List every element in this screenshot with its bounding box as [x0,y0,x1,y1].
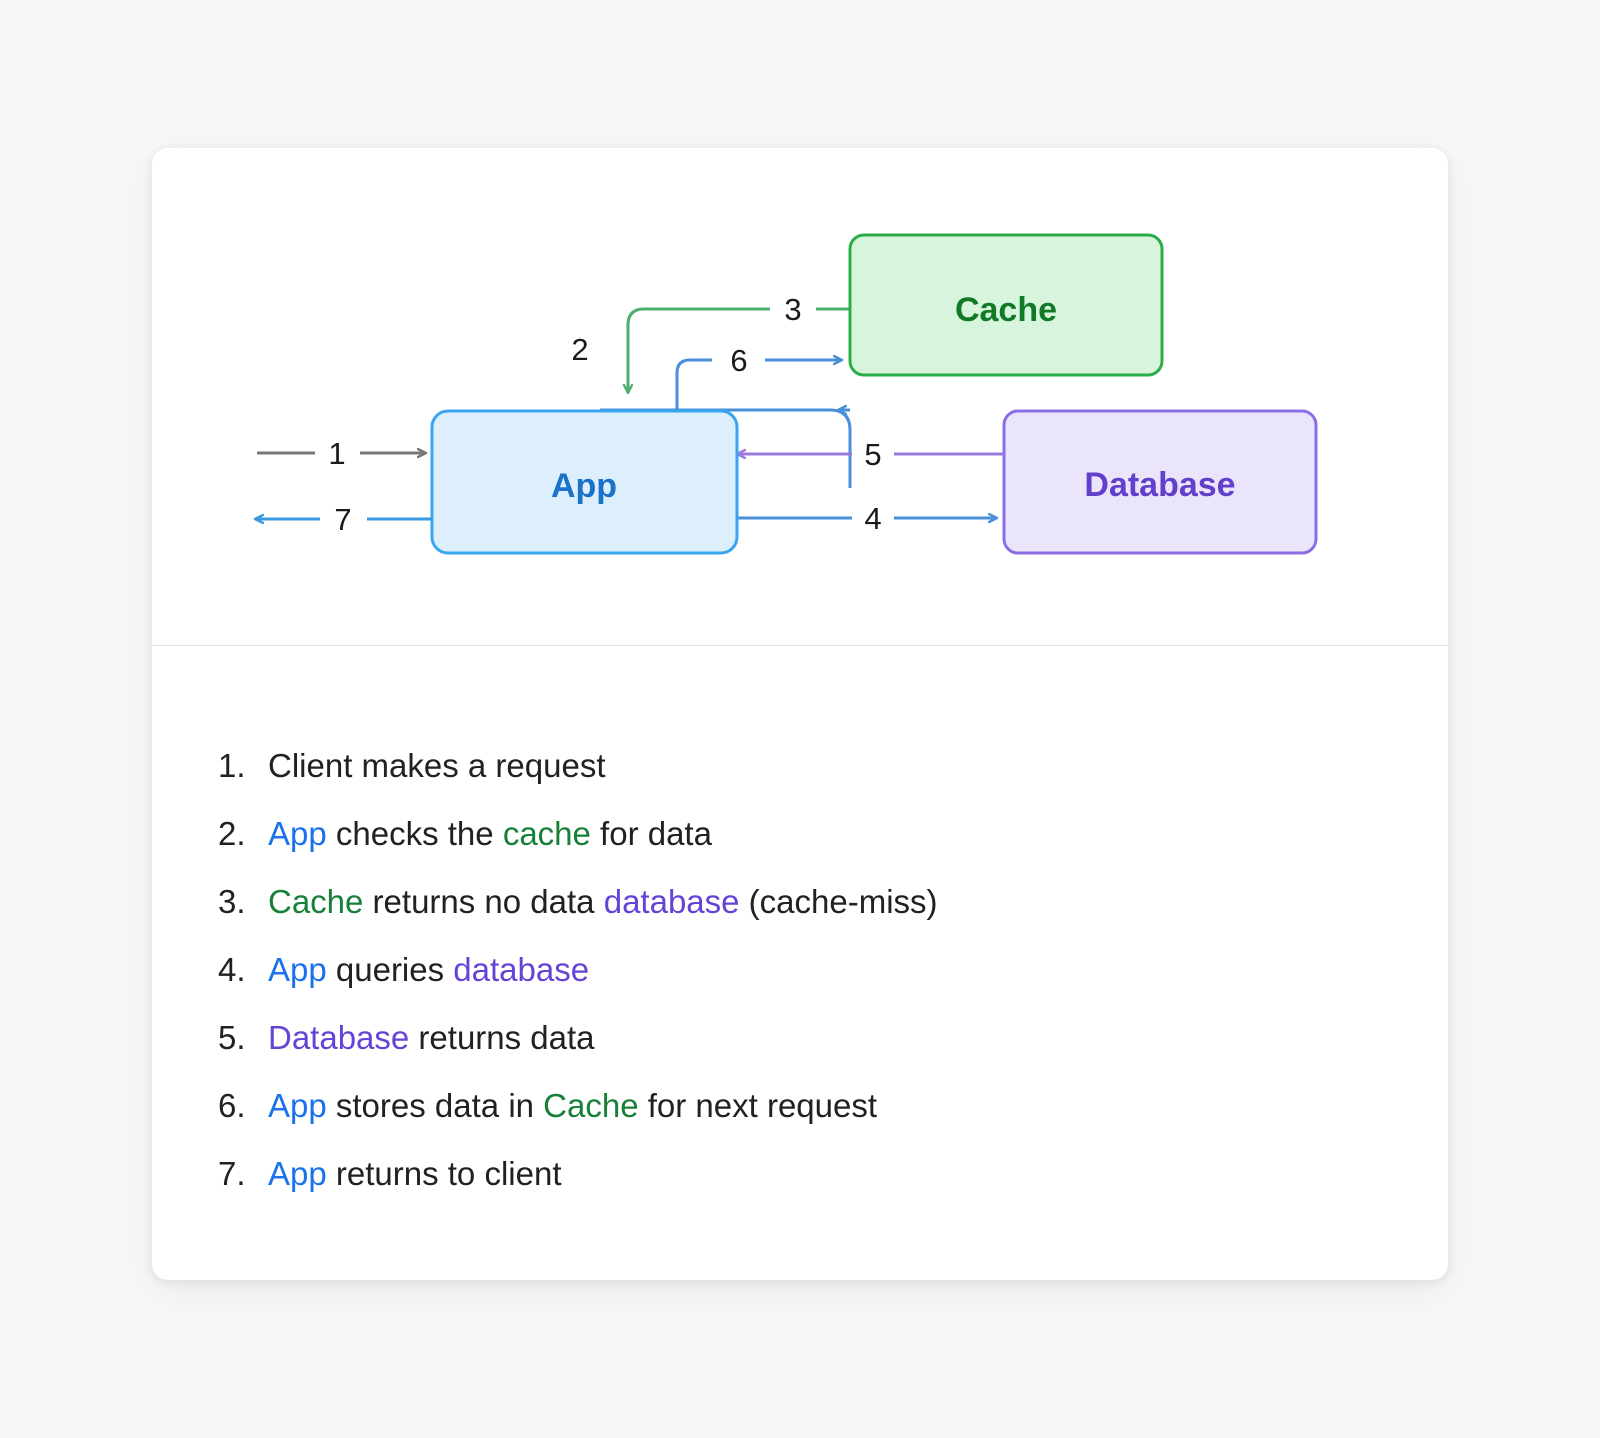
step-item: 5. Database returns data [218,1004,938,1072]
step-text-part: App [268,1087,327,1124]
edge-3-cache-to-app-segment-b [628,307,770,393]
steps-panel: 1. Client makes a request 2. App checks the… [152,646,1448,1280]
step-text-part: Database [268,1019,410,1056]
step-text-part: stores data in [326,1087,544,1124]
diagram-card: Cache Database App 1 2 3 4 5 [152,148,1448,1280]
step-text: Database returns data [268,1004,595,1072]
step-item: 4. App queries database [218,936,938,1004]
step-text-part: returns to client [326,1155,562,1192]
step-number: 1. [218,747,246,784]
step-text-part: (cache-miss) [739,883,938,920]
step-text-part: for data [590,815,712,852]
step-text-part: returns data [409,1019,595,1056]
step-text-part: Cache [268,883,364,920]
step-text-part: Cache [543,1087,639,1124]
edge-label-5: 5 [864,437,881,472]
node-app[interactable] [430,409,739,555]
step-number: 3. [218,883,246,920]
edge-label-6: 6 [730,343,747,378]
step-number: 6. [218,1087,246,1124]
steps-list: 1. Client makes a request 2. App checks the… [218,732,938,1208]
cache-flow-diagram: Cache Database App 1 2 3 4 5 [152,233,1318,555]
step-text-part: database [603,883,740,920]
step-text-part: App [268,951,327,988]
step-number: 2. [218,815,246,852]
step-text: Cache returns no data database (cache-mi… [268,868,938,936]
edge-label-4: 4 [864,501,881,536]
step-text-part: App [268,1155,327,1192]
node-database[interactable] [1002,409,1318,555]
step-item: 1. Client makes a request [218,732,938,800]
node-cache-label: Cache [955,291,1057,329]
edge-label-2: 2 [571,332,588,367]
edge-label-1: 1 [328,436,345,471]
step-item: 3. Cache returns no data database (cache-… [218,868,938,936]
step-item: 6. App stores data in Cache for next requ… [218,1072,938,1140]
step-text: App stores data in Cache for next reques… [268,1072,877,1140]
step-text-part: queries [326,951,454,988]
step-text-part: checks the [326,815,503,852]
step-number: 4. [218,951,246,988]
edge-6-app-to-cache-segment-a [675,358,712,411]
step-number: 7. [218,1155,246,1192]
step-text-part: cache [502,815,591,852]
step-item: 7. App returns to client [218,1140,938,1208]
panel-divider [152,645,1448,646]
step-text: Client makes a request [268,732,606,800]
diagram-panel: Cache Database App 1 2 3 4 5 [152,148,1448,645]
step-item: 2. App checks the cache for data [218,800,938,868]
edge-2-app-to-cache [600,408,852,488]
step-text-part: for next request [638,1087,878,1124]
step-text-part: database [453,951,590,988]
step-text: App returns to client [268,1140,562,1208]
node-cache[interactable] [848,233,1164,377]
step-text-part: returns no data [363,883,604,920]
node-app-label: App [551,467,617,505]
step-text-part: App [268,815,327,852]
edge-label-7: 7 [334,502,351,537]
edge-label-3: 3 [784,292,801,327]
step-number: 5. [218,1019,246,1056]
step-text: App queries database [268,936,589,1004]
step-text-part: Client makes a request [268,747,606,784]
node-database-label: Database [1084,466,1235,504]
step-text: App checks the cache for data [268,800,712,868]
